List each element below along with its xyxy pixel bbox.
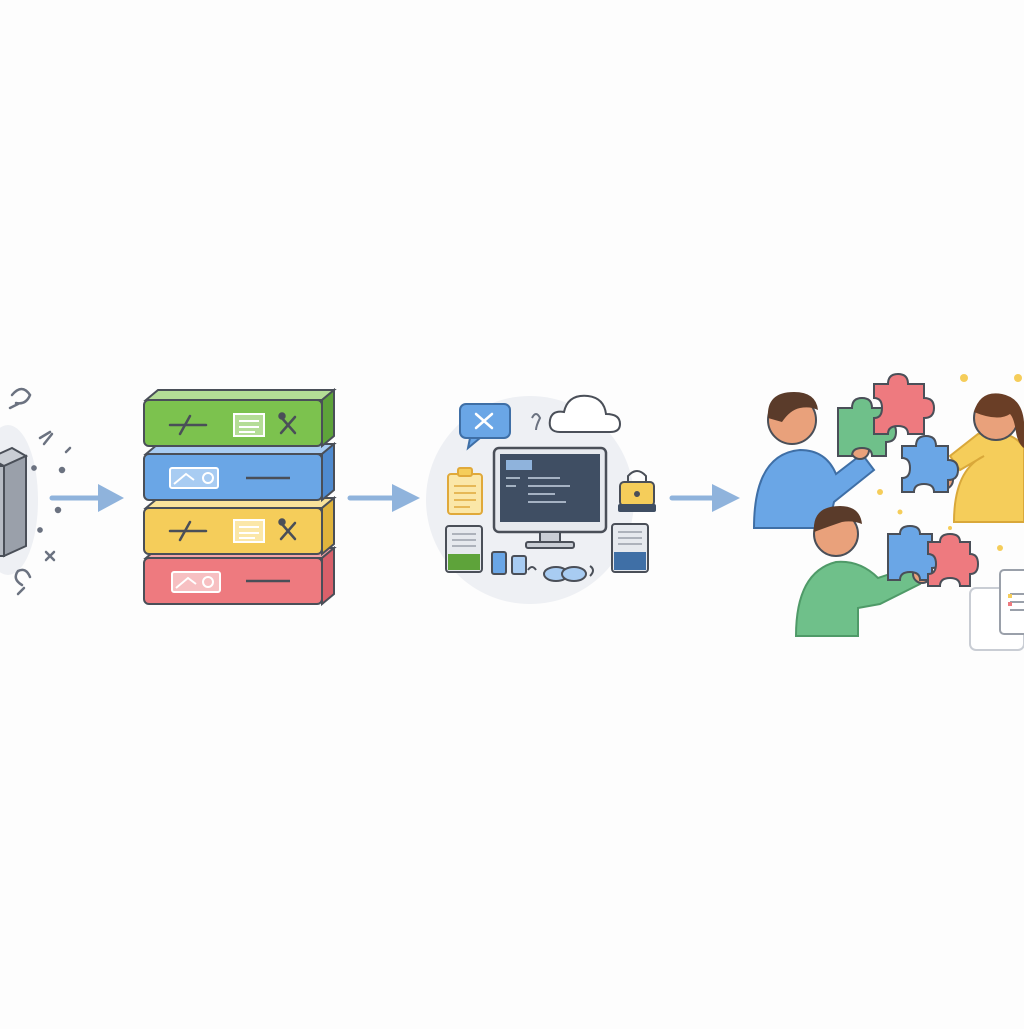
green-layer-slash-icon <box>168 414 208 436</box>
network-link-icon <box>543 565 594 582</box>
chat-bubble-icon <box>459 403 511 451</box>
yellow-layer-tools-icon <box>278 518 297 541</box>
red-layer <box>143 545 337 607</box>
arrow-connector-3 <box>669 484 740 512</box>
blue-layer-image-icon <box>169 467 219 489</box>
blue-layer <box>143 441 337 503</box>
stage-system <box>426 394 656 604</box>
small-devices-icon <box>491 551 537 575</box>
yellow-layer <box>143 495 337 557</box>
pin-icon <box>531 413 542 431</box>
clipboard-icon <box>447 467 483 515</box>
monitor-icon <box>492 446 608 549</box>
server-right-icon <box>611 523 649 573</box>
puzzle-piece-blue-top <box>901 434 960 493</box>
green-layer-tools-icon <box>278 412 297 435</box>
person-blue-shirt <box>752 392 876 529</box>
cloud-icon <box>548 394 622 433</box>
yellow-layer-slash-icon <box>168 520 208 542</box>
stage-raw-block <box>0 387 72 596</box>
puzzle-piece-red-bottom <box>927 532 980 587</box>
scattered-parts-icon <box>8 387 72 596</box>
red-layer-image-icon <box>171 571 221 593</box>
confetti-dots <box>869 374 1022 551</box>
arrow-connector-1 <box>49 484 124 512</box>
puzzle-piece-red-top <box>873 372 936 435</box>
document-cards-icon <box>969 569 1024 651</box>
green-layer <box>143 387 337 449</box>
green-layer-document-icon <box>233 413 265 437</box>
yellow-layer-document-icon <box>233 519 265 543</box>
arrow-connector-2 <box>347 484 420 512</box>
gray-cube-icon <box>0 446 29 558</box>
server-left-icon <box>445 525 483 573</box>
stage-layer-stack <box>143 387 337 607</box>
lock-drive-icon <box>618 470 656 512</box>
stage-collaboration <box>752 372 1024 651</box>
